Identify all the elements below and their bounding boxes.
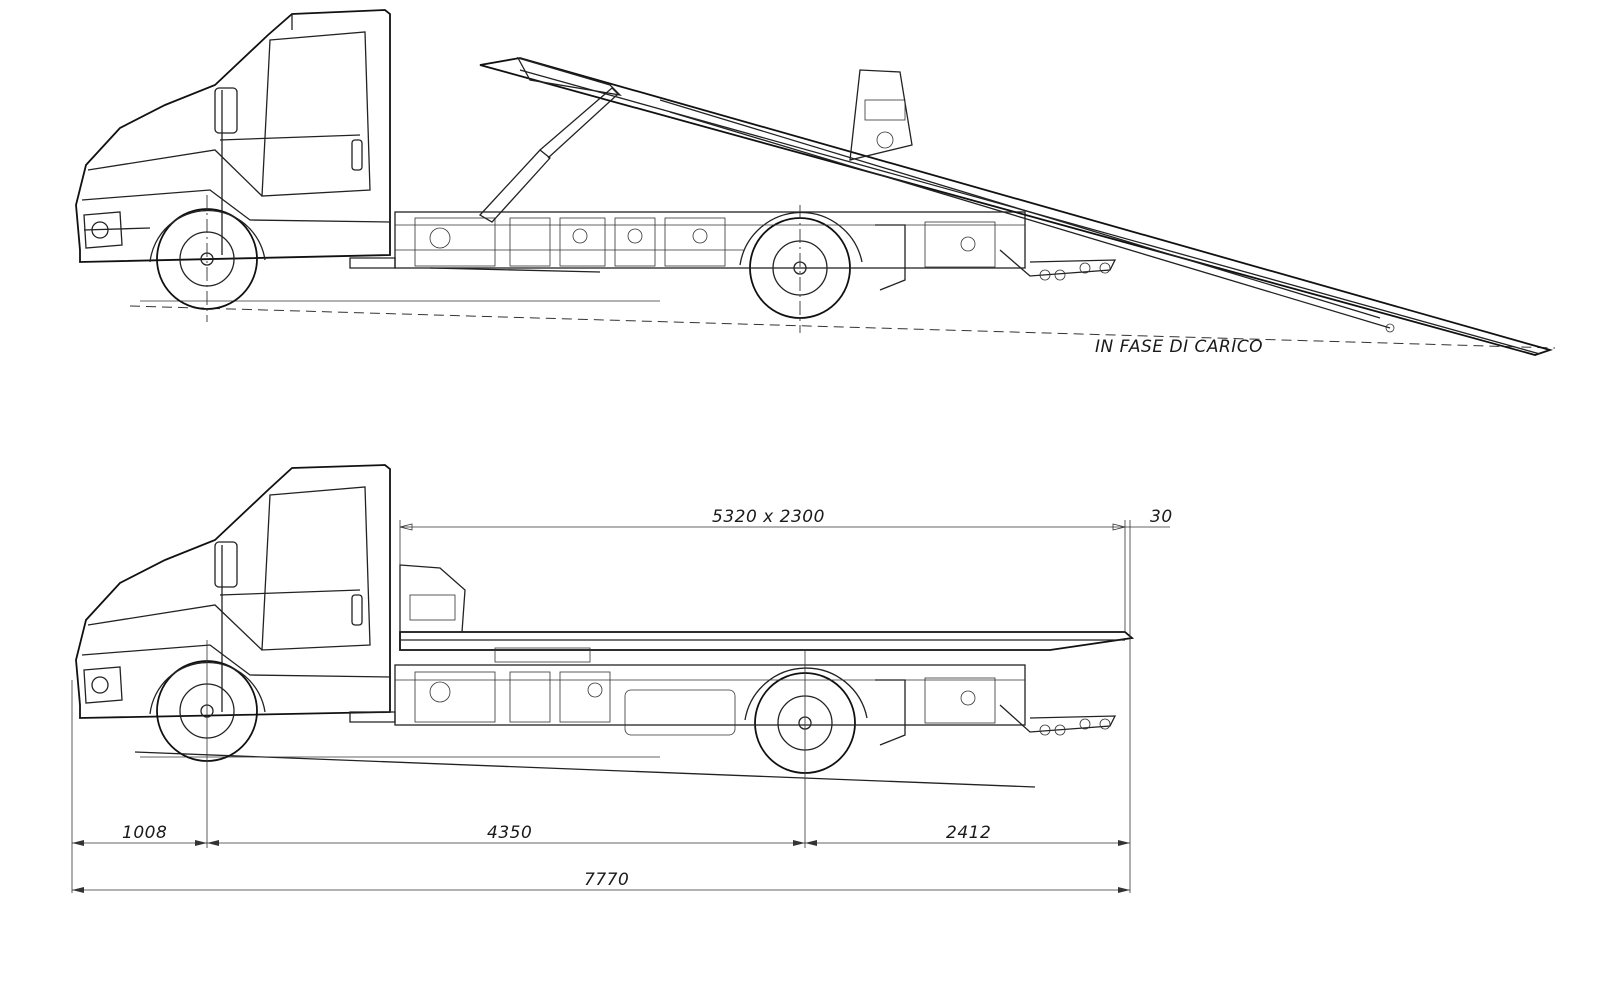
dimension-bed: 5320 x 2300 30 — [399, 507, 1173, 632]
front-overhang-label: 1008 — [122, 823, 167, 843]
ground-line-top — [129, 305, 1556, 349]
ground-line-bottom — [134, 751, 1036, 788]
cab-bottom — [75, 464, 391, 719]
rear-wheel-bottom — [744, 667, 868, 774]
rear-overhang-label: 2412 — [946, 823, 991, 843]
wheelbase-label: 4350 — [487, 823, 532, 843]
overhang-tip-label: 30 — [1150, 507, 1173, 527]
overall-length-label: 7770 — [584, 870, 629, 890]
dimension-lengths: 1008 4350 2412 7770 — [71, 632, 1131, 893]
chassis-top — [349, 211, 1117, 291]
cab-top — [75, 9, 391, 263]
tilted-bed — [478, 56, 1554, 356]
chassis-bottom — [349, 664, 1117, 746]
bed-dimension-label: 5320 x 2300 — [712, 507, 825, 527]
loading-caption: IN FASE DI CARICO — [1095, 337, 1263, 357]
front-wheel-bottom — [149, 660, 266, 762]
truck-loading-view: IN FASE DI CARICO — [75, 9, 1556, 357]
flat-bed — [399, 564, 1135, 663]
rear-wheel-top — [739, 205, 863, 333]
truck-transport-view: 5320 x 2300 30 1008 4350 2412 7770 — [71, 464, 1173, 893]
front-wheel-top — [149, 195, 266, 322]
